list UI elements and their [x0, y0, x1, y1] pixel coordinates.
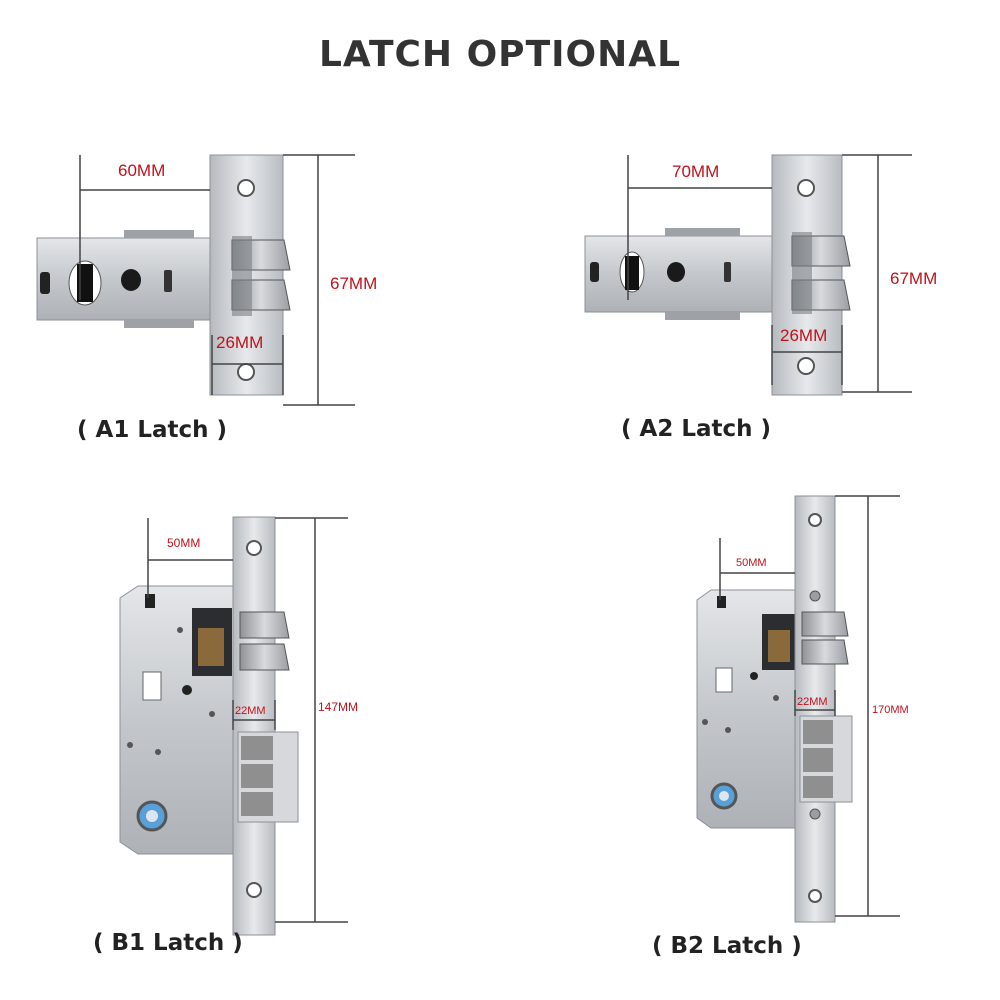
a2-face-label: 26MM	[780, 326, 828, 345]
b1-face-label: 22MM	[235, 705, 266, 717]
b2-height-label: 170MM	[872, 704, 909, 716]
b1-width-label: 50MM	[167, 536, 201, 550]
a2-caption: ( A2 Latch )	[621, 416, 772, 442]
a1-face-label: 26MM	[216, 333, 264, 352]
latch-b2	[696, 495, 900, 923]
latch-b1	[119, 516, 348, 936]
a1-height-label: 67MM	[330, 274, 378, 293]
a1-width-label: 60MM	[118, 161, 166, 180]
b2-caption: ( B2 Latch )	[652, 933, 802, 959]
a2-height-label: 67MM	[890, 269, 938, 288]
b2-face-label: 22MM	[797, 696, 828, 708]
a2-width-label: 70MM	[672, 162, 720, 181]
latch-a1	[36, 154, 355, 406]
b2-width-label: 50MM	[736, 557, 767, 569]
b1-height-label: 147MM	[318, 700, 359, 714]
b1-caption: ( B1 Latch )	[93, 930, 243, 956]
a1-caption: ( A1 Latch )	[77, 417, 228, 443]
latch-a2	[584, 154, 912, 396]
page-title: LATCH OPTIONAL	[318, 34, 682, 75]
